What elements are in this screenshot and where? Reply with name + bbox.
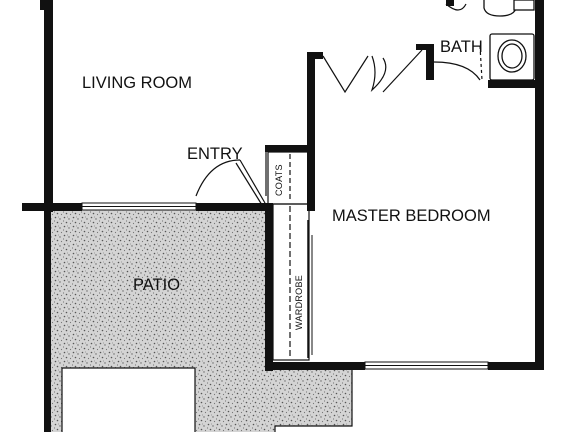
bath-door-swing <box>433 61 481 81</box>
wall-bath-stub <box>416 44 434 50</box>
entry-door-swing <box>195 159 241 197</box>
wardrobe-closet <box>272 203 310 361</box>
wall-top-stub <box>40 0 52 10</box>
wall-bedroom-south-left <box>265 362 365 370</box>
walls <box>22 0 544 432</box>
wall-left-upper <box>44 0 53 212</box>
wall-living-south-left <box>22 203 82 211</box>
wall-entry-stub <box>265 145 315 152</box>
wardrobe-label: WARDROBE <box>294 275 304 330</box>
patio-label: PATIO <box>133 276 180 294</box>
door-swings <box>195 3 483 206</box>
bath-label: BATH <box>440 38 483 56</box>
wall-bedroom-south-right <box>488 362 544 370</box>
wall-bedroom-north-stub <box>307 52 323 59</box>
wall-coats-side <box>307 145 315 211</box>
wall-bath-south <box>488 80 538 88</box>
master-bedroom-label: MASTER BEDROOM <box>332 207 491 225</box>
bedroom-door-leaf <box>382 49 423 93</box>
windows <box>81 202 489 370</box>
wall-top-right-block <box>446 0 454 6</box>
wall-left-lower <box>44 212 51 432</box>
closet-bifold-left <box>322 55 369 94</box>
wall-east <box>535 0 544 368</box>
wall-bedroom-west-upper <box>307 52 315 152</box>
wall-bedroom-west-lower <box>265 203 273 371</box>
wall-bath-west <box>426 44 434 80</box>
wall-living-south-right <box>196 203 268 211</box>
closet-lines <box>267 151 313 361</box>
patio-area <box>50 206 352 432</box>
bath-fixtures <box>483 0 535 81</box>
coats-label: COATS <box>274 164 284 196</box>
top-door-swing <box>445 3 467 11</box>
closet-bifold-right <box>370 55 387 92</box>
entry-label: ENTRY <box>187 145 243 163</box>
living-room-label: LIVING ROOM <box>82 74 192 92</box>
room-labels: LIVING ROOM BATH ENTRY COATS MASTER BEDR… <box>82 38 491 330</box>
entry-door-leaf <box>239 159 266 204</box>
